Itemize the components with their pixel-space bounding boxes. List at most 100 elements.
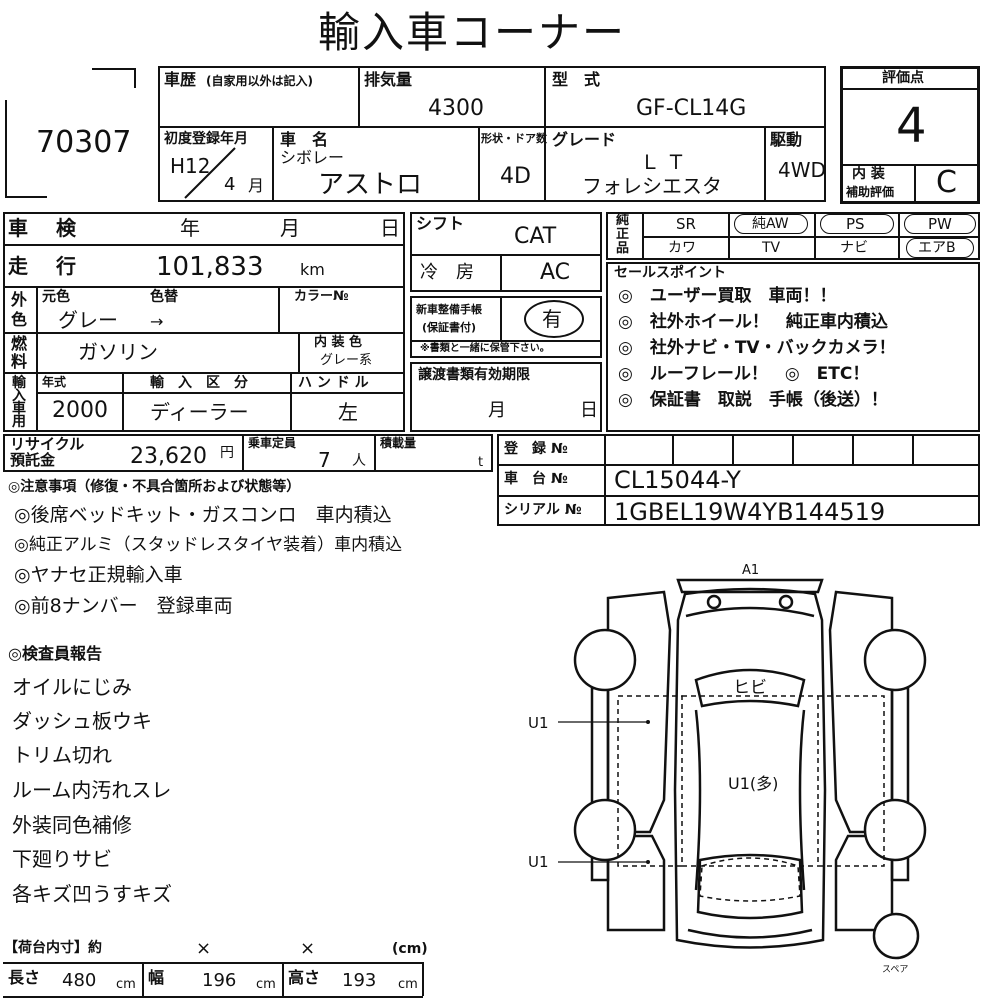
color-orig-label: 元色	[42, 289, 70, 305]
spare-tire	[872, 912, 920, 960]
color-code-label: カラー№	[294, 289, 349, 304]
import-side-1: 輸	[12, 375, 26, 391]
roof-left-curve	[694, 709, 702, 891]
ac-value: AC	[540, 260, 571, 285]
mirror-right	[778, 594, 794, 610]
import-type-value: ディーラー	[150, 400, 249, 424]
inspector-item-5: 外装同色補修	[12, 813, 132, 837]
diagram-u1-many: U1(多)	[728, 774, 779, 793]
interior-rating-value: C	[936, 165, 957, 200]
diagram-u1-left-1: U1	[528, 714, 549, 732]
first-reg-label: 初度登録年月	[164, 131, 248, 147]
equip-pw-circle	[904, 214, 976, 234]
drive-value: 4WD	[778, 158, 826, 182]
u1-left-2-dot	[646, 860, 650, 864]
rating-box	[840, 66, 980, 204]
fuel-side-2: 料	[11, 352, 28, 371]
inspection-mileage-grid	[3, 212, 405, 432]
import-type-label: 輸 入 区 分	[150, 375, 248, 391]
drive-label: 駆動	[770, 130, 803, 149]
lot-bracket-left	[5, 100, 7, 196]
body-type-label: 形状・ドア数	[481, 132, 547, 145]
maintenance-label-2: (保証書付)	[422, 321, 477, 334]
inspector-item-1: オイルにじみ	[12, 675, 132, 699]
inspector-item-3: トリム切れ	[12, 743, 112, 767]
wheel-front-right	[863, 628, 927, 692]
grade-line1: ＬＴ	[640, 150, 692, 174]
equipment-side-1: 純	[616, 213, 630, 228]
width-value: 196	[202, 970, 237, 991]
color-side-1: 外	[11, 290, 28, 309]
inspection-day: 日	[380, 216, 400, 240]
vehicle-damage-diagram	[558, 578, 927, 960]
equipment-side-3: 品	[616, 241, 630, 256]
import-year-label: 年式	[42, 375, 67, 389]
cargo-unit: (cm)	[392, 941, 428, 957]
recycle-label-1: リサイクル	[10, 435, 85, 453]
chassis-label: 車 台 №	[504, 471, 568, 487]
diagram-a1: A1	[742, 563, 760, 578]
history-sub: (自家用以外は記入)	[206, 74, 313, 88]
ac-label: 冷 房	[420, 262, 474, 283]
width-unit: cm	[256, 977, 276, 992]
first-reg-month-unit: 月	[248, 176, 265, 195]
displacement-label: 排気量	[364, 70, 413, 89]
recycle-grid	[3, 434, 493, 472]
registration-grid	[497, 434, 980, 526]
history-label: 車歴	[164, 70, 197, 89]
length-unit: cm	[116, 977, 136, 992]
color-arrow: →	[150, 312, 164, 331]
right-front-panel	[828, 590, 894, 834]
length-value: 480	[62, 970, 97, 991]
shift-value: CAT	[514, 224, 557, 249]
roof-right-curve	[798, 709, 806, 891]
body-type-value: 4D	[500, 164, 531, 189]
registration-label: 登 録 №	[504, 441, 568, 457]
equip-leather: カワ	[668, 240, 696, 256]
car-name-value: アストロ	[318, 170, 423, 200]
note-4: ◎前8ナンバー 登録車両	[14, 595, 233, 617]
rating-value: 4	[896, 98, 927, 154]
u1-left-1-dot	[646, 720, 650, 724]
handle-value: 左	[338, 400, 358, 424]
mileage-unit: km	[300, 260, 325, 279]
cargo-title: 【荷台内寸】約	[4, 940, 102, 956]
load-label: 積載量	[380, 436, 417, 450]
height-unit: cm	[398, 977, 418, 992]
displacement-value: 4300	[428, 96, 484, 121]
car-maker: シボレー	[280, 148, 345, 167]
sales-point-4: ◎ ルーフレール！ ◎ ETC！	[618, 364, 870, 384]
left-lower-panel	[606, 834, 666, 932]
chassis-value: CL15044-Y	[614, 466, 741, 494]
shift-ac-grid	[410, 212, 602, 292]
diagram-hibi: ヒビ	[733, 678, 767, 698]
recycle-value: 23,620	[130, 444, 207, 469]
dashed-rear-curve	[699, 857, 801, 902]
windshield	[694, 668, 806, 708]
sales-points-box	[606, 262, 980, 432]
inspector-item-2: ダッシュ板ウキ	[12, 709, 152, 733]
fuel-side-1: 燃	[11, 334, 28, 353]
color-change-label: 色替	[150, 289, 178, 305]
mirror-left	[706, 594, 722, 610]
maintenance-label-1: 新車整備手帳	[416, 303, 482, 316]
load-unit: t	[478, 455, 484, 470]
body-outline	[673, 587, 827, 949]
inspection-month: 月	[280, 216, 300, 240]
lot-number: 70307	[36, 125, 132, 160]
equip-aw-circle	[734, 214, 808, 234]
width-label: 幅	[148, 968, 165, 987]
color-value: グレー	[58, 308, 118, 332]
hood-line	[685, 606, 815, 618]
import-side-2: 入	[12, 388, 26, 404]
equip-tv: TV	[762, 240, 781, 256]
rear-line	[687, 928, 813, 939]
cargo-x1: ×	[196, 938, 212, 959]
interior-color-value: グレー系	[320, 353, 373, 368]
rating-label: 評価点	[882, 70, 924, 86]
transfer-docs-box	[410, 362, 602, 432]
fuel-value: ガソリン	[78, 340, 158, 364]
height-value: 193	[342, 970, 377, 991]
capacity-unit: 人	[352, 453, 366, 469]
equip-ps: PS	[846, 215, 865, 233]
